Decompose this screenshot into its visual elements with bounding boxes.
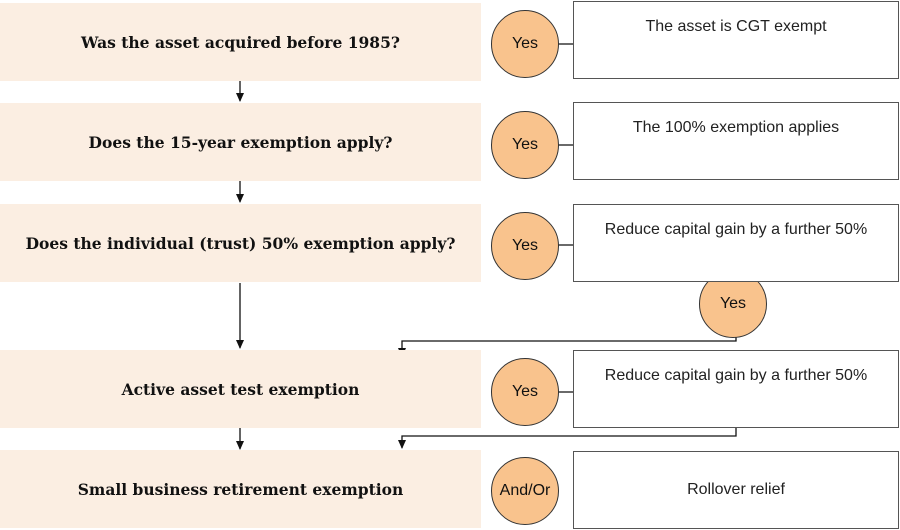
- decision-circle-3: Yes: [491, 212, 559, 280]
- decision-circle-4: Yes: [491, 358, 559, 426]
- question-15-year-exemption: Does the 15-year exemption apply?: [0, 103, 481, 181]
- result-rollover-relief: Rollover relief: [573, 451, 899, 529]
- decision-circle-5: And/Or: [491, 457, 559, 525]
- result-reduce-gain-2: Reduce capital gain by a further 50%: [573, 350, 899, 428]
- question-acquired-before-1985: Was the asset acquired before 1985?: [0, 3, 481, 81]
- question-retirement-exemption: Small business retirement exemption: [0, 450, 481, 528]
- decision-circle-1: Yes: [491, 10, 559, 78]
- question-50-percent-exemption: Does the individual (trust) 50% exemptio…: [0, 204, 481, 282]
- question-active-asset-test: Active asset test exemption: [0, 350, 481, 428]
- result-cgt-exempt: The asset is CGT exempt: [573, 1, 899, 79]
- result-reduce-gain-1: Reduce capital gain by a further 50%: [573, 204, 899, 282]
- return-connector-2: [398, 428, 737, 449]
- result-100-percent-exemption: The 100% exemption applies: [573, 102, 899, 180]
- return-connector-1: [398, 337, 737, 357]
- decision-circle-2: Yes: [491, 111, 559, 179]
